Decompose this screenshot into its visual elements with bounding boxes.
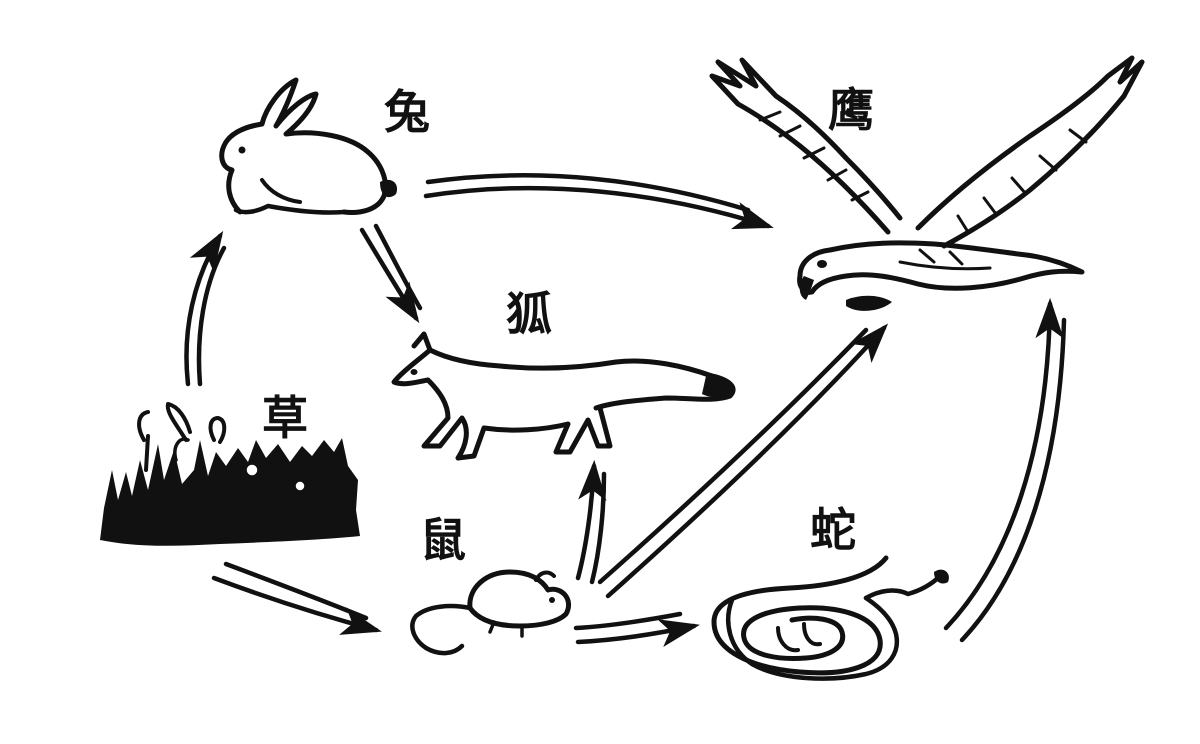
arrow-rabbit-to-fox-shadow	[373, 223, 423, 311]
arrow-mouse-to-snake-shadow	[573, 611, 683, 631]
arrow-mouse-to-hawk-shadow	[597, 327, 869, 585]
arrow-mouse-to-fox-shadow	[589, 471, 607, 585]
label-mouse: 鼠	[420, 513, 466, 567]
arrow-grass-to-mouse-shadow	[223, 561, 369, 621]
label-fox: 狐	[506, 287, 552, 341]
arrow-rabbit-to-hawk	[423, 185, 774, 230]
mouse-illustration	[410, 569, 572, 656]
rabbit-illustration	[219, 77, 398, 215]
grass-illustration	[100, 402, 360, 546]
label-grass: 草	[262, 391, 308, 445]
arrow-mouse-to-fox	[575, 459, 607, 581]
label-hawk: 鹰	[828, 83, 874, 137]
arrow-snake-to-hawk-shadow	[959, 317, 1067, 643]
label-snake: 蛇	[810, 503, 856, 557]
arrow-rabbit-to-hawk-shadow	[425, 173, 751, 213]
fox-illustration	[391, 331, 736, 461]
label-rabbit: 兔	[384, 85, 430, 139]
arrow-rabbit-to-fox	[359, 227, 420, 324]
arrow-mouse-to-snake	[575, 619, 700, 647]
arrow-grass-to-mouse	[211, 575, 382, 635]
arrow-grass-to-rabbit-shadow	[196, 245, 227, 387]
hawk-illustration	[709, 55, 1145, 311]
arrow-grass-to-rabbit	[184, 230, 224, 387]
arrow-snake-to-hawk	[943, 297, 1064, 631]
arrows	[184, 173, 1067, 647]
snake-illustration	[711, 555, 949, 681]
arrow-mouse-to-hawk	[605, 323, 889, 599]
